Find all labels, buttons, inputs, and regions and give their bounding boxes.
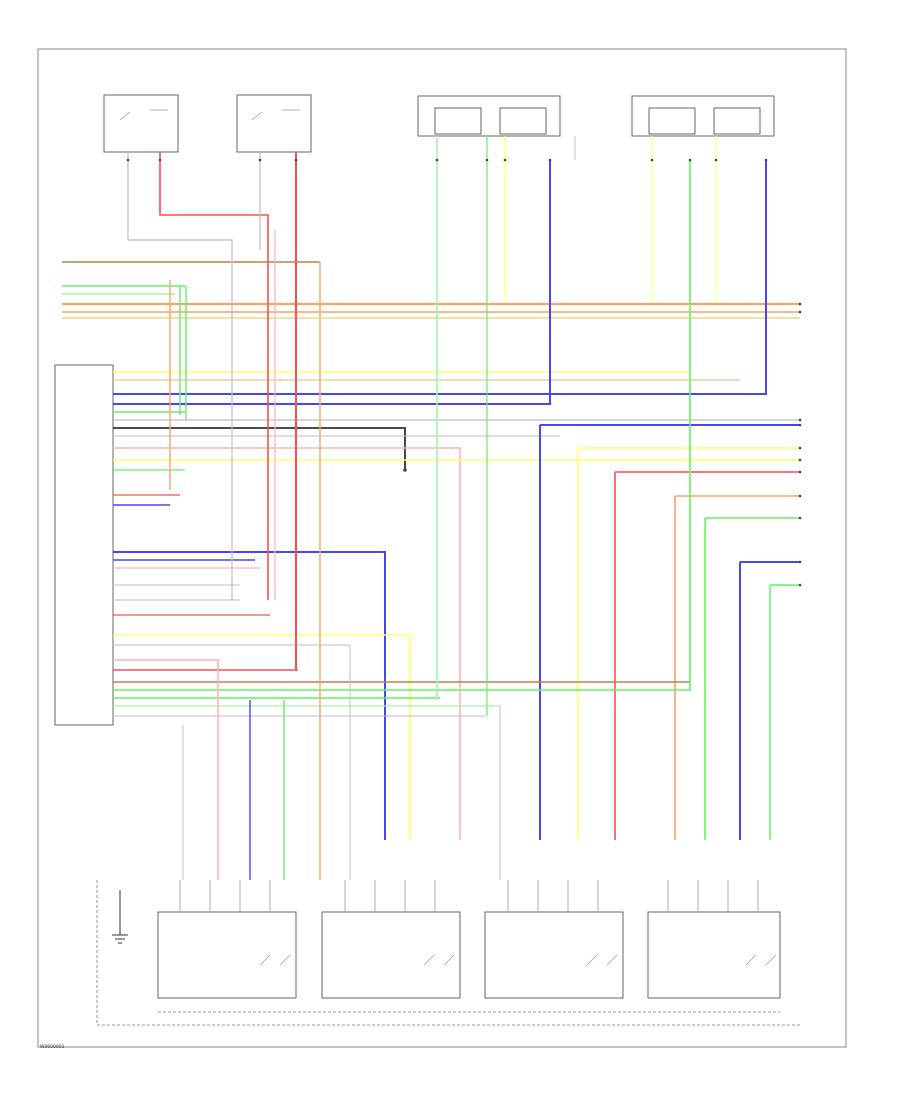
switch-block-4 bbox=[647, 911, 781, 999]
wire-red-sensor1 bbox=[159, 152, 269, 600]
control-module-box bbox=[54, 364, 114, 726]
wire-blue-2 bbox=[113, 160, 551, 405]
module-box-1 bbox=[417, 95, 561, 137]
wire-blue-1 bbox=[113, 160, 767, 395]
top-right-module-2 bbox=[631, 95, 775, 137]
sensor-box-1 bbox=[103, 94, 179, 153]
ground-symbol bbox=[112, 890, 128, 944]
switch-enclosure-dashed bbox=[96, 880, 800, 1026]
switch-box-1 bbox=[157, 911, 297, 999]
top-left-sensor-2 bbox=[236, 94, 312, 153]
switch-box-4 bbox=[647, 911, 781, 999]
sensor-box-2 bbox=[236, 94, 312, 153]
diagram-frame bbox=[37, 48, 847, 1048]
switch-block-1 bbox=[157, 911, 297, 999]
switch-drops bbox=[179, 880, 759, 912]
wire-blue-lower bbox=[113, 551, 386, 840]
module-box-2 bbox=[631, 95, 775, 137]
top-right-module-1 bbox=[417, 95, 561, 137]
switch-box-3 bbox=[484, 911, 624, 999]
switch-block-3 bbox=[484, 911, 624, 999]
switch-block-2 bbox=[321, 911, 461, 999]
connector-pins bbox=[126, 158, 802, 587]
switch-box-2 bbox=[321, 911, 461, 999]
wire-green-long bbox=[113, 160, 691, 691]
footer-code: W0000001 bbox=[40, 1044, 65, 1050]
wire-black-1 bbox=[113, 427, 406, 470]
top-left-sensor-1 bbox=[103, 94, 179, 153]
